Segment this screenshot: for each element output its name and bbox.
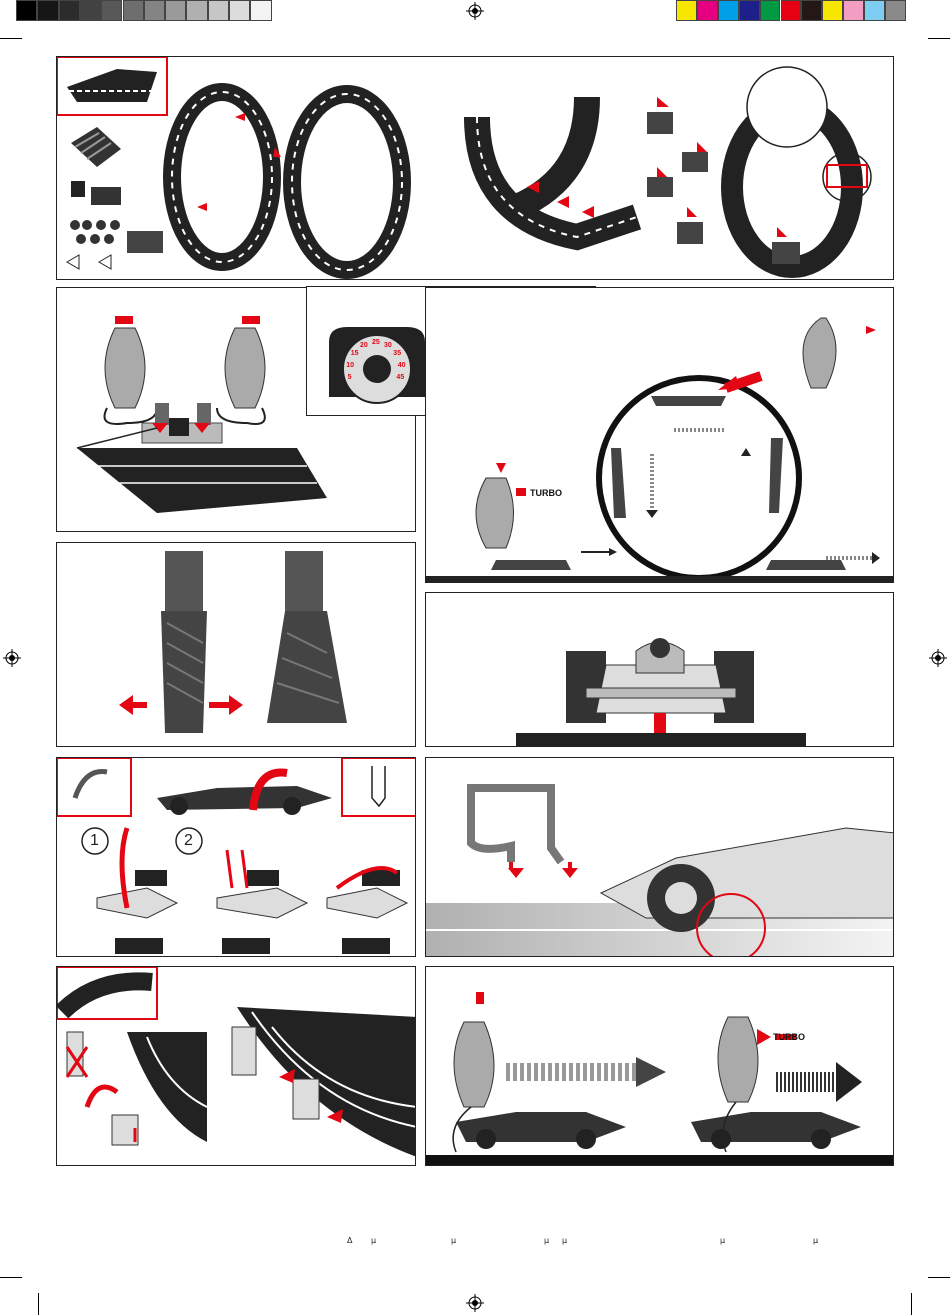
turbo-speed-illustration (426, 967, 894, 1166)
color-swatch (885, 0, 906, 21)
registration-mark-right-icon (929, 649, 947, 667)
gray-swatch (208, 0, 229, 21)
panel-guide-change: 1 2 (56, 757, 416, 957)
footer-glyph: μ (451, 1236, 456, 1245)
loop-turbo-illustration (426, 288, 894, 583)
gray-swatch (186, 0, 207, 21)
crop-mark (928, 38, 950, 39)
dial-number: 30 (384, 342, 392, 349)
gray-swatch (229, 0, 250, 21)
registration-mark-left-icon (3, 649, 21, 667)
braids-illustration (57, 543, 416, 747)
car-front-illustration (426, 593, 894, 747)
gray-swatch (16, 0, 37, 21)
gray-swatch (59, 0, 80, 21)
color-swatch (718, 0, 739, 21)
panel-barriers (56, 966, 416, 1166)
color-swatch (697, 0, 718, 21)
color-swatch (781, 0, 802, 21)
dial-number: 15 (351, 350, 359, 357)
color-swatch (801, 0, 822, 21)
color-swatch (822, 0, 843, 21)
dial-number: 40 (398, 362, 406, 369)
registration-mark-bottom-icon (466, 1294, 484, 1312)
color-swatch (739, 0, 760, 21)
dial-number: 10 (346, 362, 354, 369)
dial-number: 25 (372, 339, 380, 346)
gray-swatch (80, 0, 101, 21)
turbo-label: TURBO (530, 488, 562, 498)
step-1-label: 1 (90, 832, 99, 850)
crop-mark (0, 38, 22, 39)
panel-braids (56, 542, 416, 747)
barriers-illustration (57, 967, 416, 1166)
dial-number: 20 (360, 342, 368, 349)
gray-swatch (144, 0, 165, 21)
panel-loop-turbo: TURBO (425, 287, 894, 583)
footer-glyph: μ (720, 1236, 725, 1245)
guide-change-illustration (57, 758, 416, 957)
guide-keel-illustration (426, 758, 894, 957)
registration-mark-top-icon (466, 2, 484, 20)
panel-turbo-speed: TURBO (425, 966, 894, 1166)
panel-car-front (425, 592, 894, 747)
panel-guide-keel (425, 757, 894, 957)
crop-mark (38, 1293, 39, 1315)
gray-swatch (250, 0, 271, 21)
color-swatch (676, 0, 697, 21)
gray-swatch (123, 0, 144, 21)
dial-number: 35 (393, 350, 401, 357)
color-bar (676, 0, 906, 21)
color-swatch (864, 0, 885, 21)
panel-loop-assembly (56, 56, 894, 280)
footer-glyph: μ (544, 1236, 549, 1245)
loop-assembly-illustration (57, 57, 894, 280)
turbo-label: TURBO (773, 1032, 805, 1042)
dial-number: 5 (348, 374, 352, 381)
color-swatch (843, 0, 864, 21)
footer-glyph: Δ (347, 1236, 352, 1245)
crop-mark (928, 1277, 950, 1278)
color-swatch (760, 0, 781, 21)
footer-glyph: μ (371, 1236, 376, 1245)
gray-swatch (165, 0, 186, 21)
crop-mark (0, 1277, 22, 1278)
gray-swatch (101, 0, 122, 21)
crop-mark (911, 1293, 912, 1315)
footer-glyph: μ (813, 1236, 818, 1245)
step-2-label: 2 (184, 832, 193, 850)
footer-glyph: μ (562, 1236, 567, 1245)
grayscale-bar (16, 0, 272, 21)
gray-swatch (37, 0, 58, 21)
dial-number: 45 (396, 374, 404, 381)
